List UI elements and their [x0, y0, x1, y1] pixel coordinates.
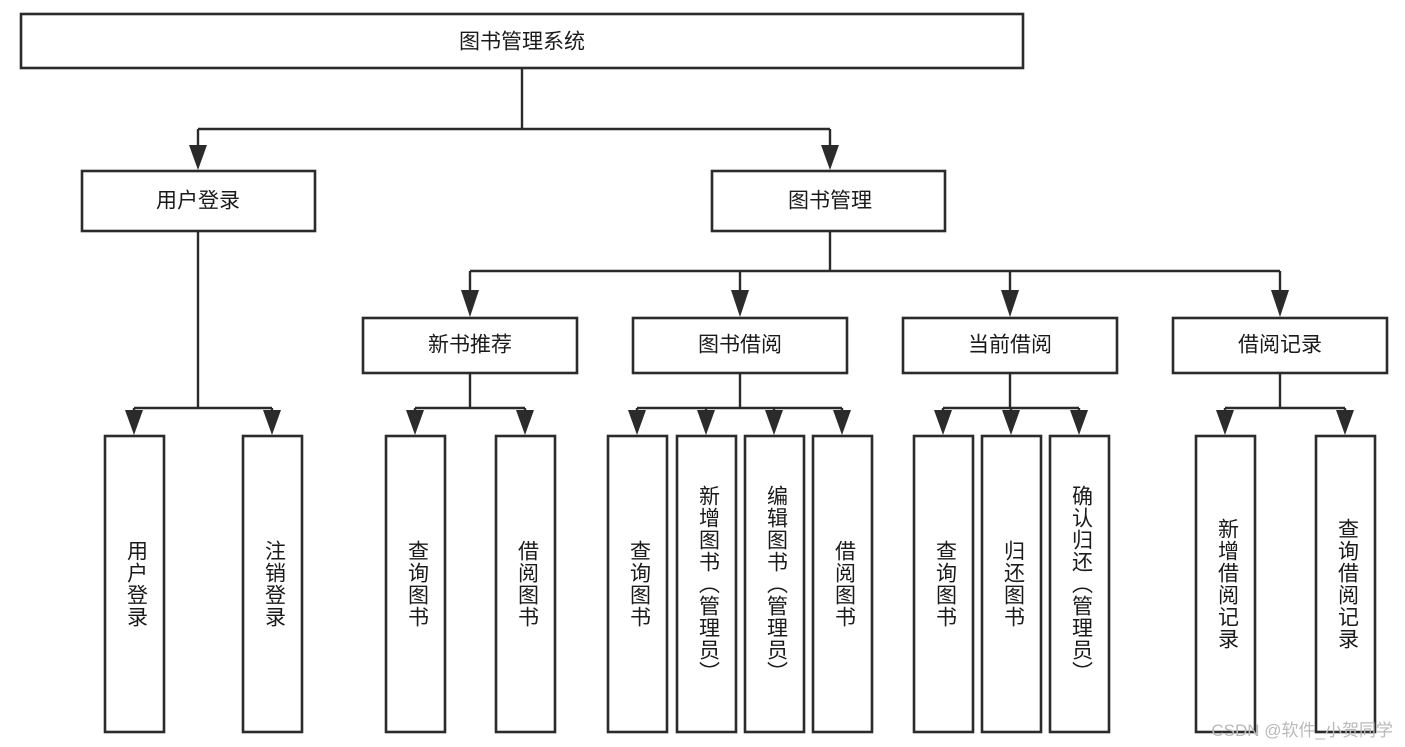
- arrow-head-leaf-add-record: [1216, 410, 1234, 435]
- node-root[interactable]: 图书管理系统: [19, 12, 1025, 70]
- node-root-box[interactable]: [19, 12, 1025, 70]
- node-user-login[interactable]: 用户登录: [80, 169, 317, 233]
- node-leaf-add-record-label: 新增借阅记录: [1215, 518, 1239, 650]
- arrow-head-current-borrow: [1001, 290, 1019, 317]
- arrow-head-borrow-record: [1271, 290, 1289, 317]
- node-leaf-user-login-label: 用户登录: [124, 540, 148, 628]
- node-book-borrow-label: 图书借阅: [698, 334, 782, 357]
- node-leaf-add-book-label: 新增图书（管理员）: [696, 485, 720, 683]
- node-leaf-confirm-return-box[interactable]: [1048, 434, 1111, 734]
- node-leaf-edit-book[interactable]: 编辑图书（管理员）: [743, 434, 806, 734]
- arrow-head-new-book-recommend: [461, 290, 479, 317]
- arrow-head-leaf-query-book-2: [628, 410, 646, 435]
- connector-group-book-management: [461, 232, 1289, 317]
- node-leaf-add-book[interactable]: 新增图书（管理员）: [675, 434, 738, 734]
- connector-group-borrow-record: [1216, 374, 1354, 435]
- arrow-head-leaf-user-login: [125, 410, 143, 435]
- node-leaf-edit-book-label: 编辑图书（管理员）: [764, 485, 788, 683]
- node-book-management-box[interactable]: [710, 169, 947, 233]
- node-leaf-borrow-book-1-label: 借阅图书: [515, 540, 539, 628]
- node-leaf-user-login[interactable]: 用户登录: [103, 434, 166, 734]
- node-leaf-return-book-box[interactable]: [980, 434, 1043, 734]
- node-leaf-return-book-label: 归还图书: [1001, 540, 1025, 628]
- arrow-head-leaf-confirm-return: [1070, 410, 1088, 435]
- connector-group-root: [189, 68, 839, 170]
- node-leaf-query-record-box[interactable]: [1314, 434, 1377, 734]
- node-leaf-query-book-2-label: 查询图书: [627, 540, 651, 628]
- node-leaf-logout-login-label: 注销登录: [262, 540, 286, 628]
- node-leaf-query-book-3-box[interactable]: [912, 434, 975, 734]
- node-book-borrow[interactable]: 图书借阅: [631, 316, 849, 375]
- node-borrow-record-label: 借阅记录: [1238, 334, 1322, 357]
- arrow-head-leaf-logout-login: [263, 410, 281, 435]
- arrow-head-leaf-return-book: [1002, 410, 1020, 435]
- arrow-head-book-management: [821, 145, 839, 170]
- arrow-head-user-login: [189, 145, 207, 170]
- node-book-management[interactable]: 图书管理: [710, 169, 947, 233]
- node-user-login-box[interactable]: [80, 169, 317, 233]
- node-leaf-borrow-book-2-box[interactable]: [811, 434, 874, 734]
- node-leaf-borrow-book-2[interactable]: 借阅图书: [811, 434, 874, 734]
- node-leaf-query-record-label: 查询借阅记录: [1335, 518, 1359, 650]
- node-current-borrow-box[interactable]: [901, 316, 1119, 375]
- arrow-head-leaf-query-record: [1336, 410, 1354, 435]
- node-leaf-logout-login-box[interactable]: [241, 434, 304, 734]
- node-leaf-query-book-2[interactable]: 查询图书: [606, 434, 669, 734]
- node-leaf-confirm-return[interactable]: 确认归还（管理员）: [1048, 434, 1111, 734]
- node-leaf-add-record-box[interactable]: [1194, 434, 1257, 734]
- node-borrow-record-box[interactable]: [1171, 316, 1389, 375]
- node-book-management-label: 图书管理: [788, 190, 872, 213]
- node-leaf-confirm-return-label: 确认归还（管理员）: [1069, 485, 1093, 683]
- node-borrow-record[interactable]: 借阅记录: [1171, 316, 1389, 375]
- node-leaf-query-book-1-box[interactable]: [384, 434, 447, 734]
- node-leaf-user-login-box[interactable]: [103, 434, 166, 734]
- arrow-head-book-borrow: [731, 290, 749, 317]
- node-leaf-query-book-1[interactable]: 查询图书: [384, 434, 447, 734]
- arrow-head-leaf-query-book-3: [934, 410, 952, 435]
- node-leaf-query-book-2-box[interactable]: [606, 434, 669, 734]
- node-leaf-add-record[interactable]: 新增借阅记录: [1194, 434, 1257, 734]
- node-root-label: 图书管理系统: [459, 31, 585, 54]
- node-leaf-add-book-box[interactable]: [675, 434, 738, 734]
- connector-group-book-borrow: [628, 374, 851, 435]
- connector-group-new-book-recommend: [406, 374, 534, 435]
- node-new-book-recommend[interactable]: 新书推荐: [361, 316, 579, 375]
- node-new-book-recommend-label: 新书推荐: [428, 334, 512, 357]
- connector-group-current-borrow: [934, 374, 1088, 435]
- arrow-head-leaf-query-book-1: [406, 410, 424, 435]
- node-leaf-borrow-book-1-box[interactable]: [494, 434, 557, 734]
- node-leaf-query-book-1-label: 查询图书: [405, 540, 429, 628]
- node-current-borrow[interactable]: 当前借阅: [901, 316, 1119, 375]
- arrow-head-leaf-edit-book: [765, 410, 783, 435]
- node-new-book-recommend-box[interactable]: [361, 316, 579, 375]
- node-leaf-borrow-book-1[interactable]: 借阅图书: [494, 434, 557, 734]
- node-leaf-query-record[interactable]: 查询借阅记录: [1314, 434, 1377, 734]
- arrow-head-leaf-add-book: [697, 410, 715, 435]
- node-book-borrow-box[interactable]: [631, 316, 849, 375]
- node-current-borrow-label: 当前借阅: [968, 334, 1052, 357]
- node-user-login-label: 用户登录: [156, 190, 240, 213]
- node-leaf-borrow-book-2-label: 借阅图书: [832, 540, 856, 628]
- node-leaf-edit-book-box[interactable]: [743, 434, 806, 734]
- node-leaf-query-book-3[interactable]: 查询图书: [912, 434, 975, 734]
- node-leaf-return-book[interactable]: 归还图书: [980, 434, 1043, 734]
- connector-group-user-login: [125, 232, 281, 435]
- arrow-head-leaf-borrow-book-2: [833, 410, 851, 435]
- node-leaf-logout-login[interactable]: 注销登录: [241, 434, 304, 734]
- arrow-head-leaf-borrow-book-1: [516, 410, 534, 435]
- node-leaf-query-book-3-label: 查询图书: [933, 540, 957, 628]
